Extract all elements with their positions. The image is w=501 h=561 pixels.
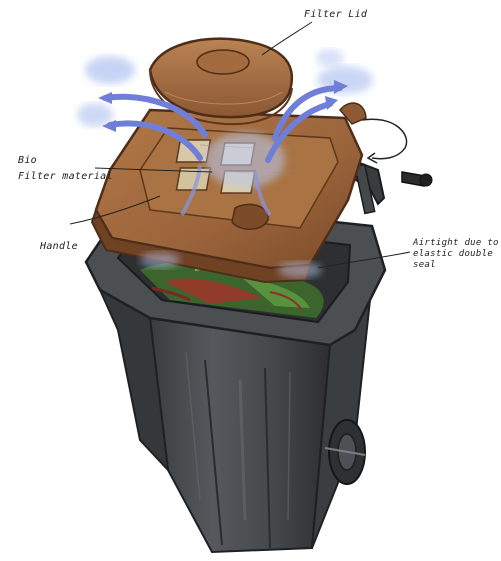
label-airtight-seal: Airtight due to elastic double seal [413,238,499,271]
rotation-arrow [362,119,407,158]
label-seal-line2: elastic double [413,249,499,260]
label-bio-line1: Bio [18,155,113,166]
label-handle: Handle [40,241,78,252]
label-seal-line3: seal [413,260,499,271]
label-bio-filter-material: Bio Filter material [18,155,113,182]
label-bio-line2: Filter material [18,171,113,182]
screw-knob [402,172,432,186]
label-seal-line1: Airtight due to [413,238,499,249]
handle-notch [232,204,268,229]
label-filter-lid: Filter Lid [304,9,367,20]
